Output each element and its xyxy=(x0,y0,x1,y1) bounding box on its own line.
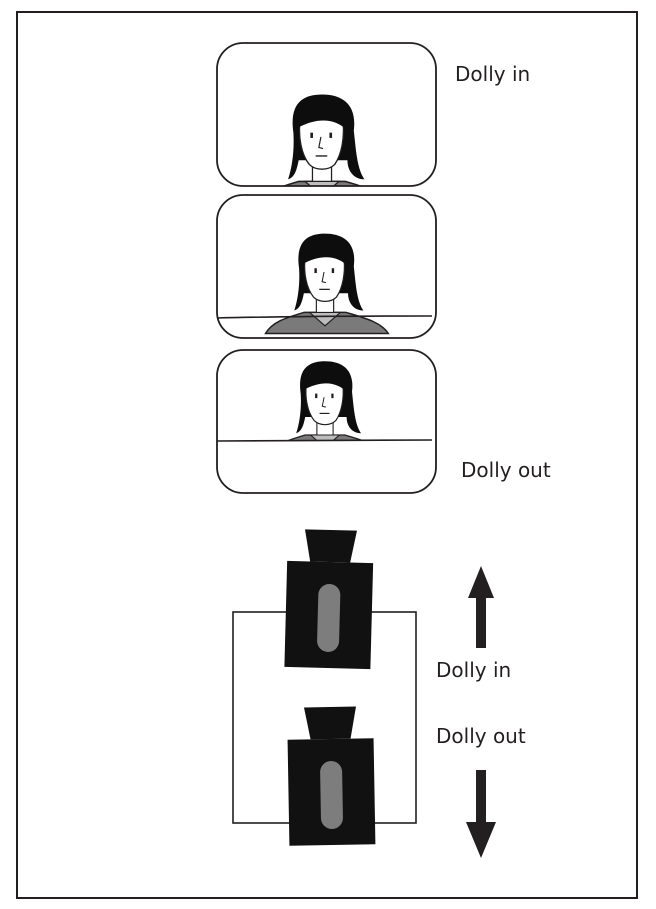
camera-label-dolly-in: Dolly in xyxy=(436,658,512,682)
arrow-up-icon xyxy=(468,566,494,648)
frame-label-dolly-in: Dolly in xyxy=(455,62,531,86)
arrow-down-icon xyxy=(466,770,496,858)
frame-label-dolly-out: Dolly out xyxy=(461,458,551,482)
frame-dolly-in xyxy=(216,42,437,187)
frame-dolly-out xyxy=(216,349,437,494)
camera-label-dolly-out: Dolly out xyxy=(436,724,526,748)
frame-middle xyxy=(216,194,437,339)
